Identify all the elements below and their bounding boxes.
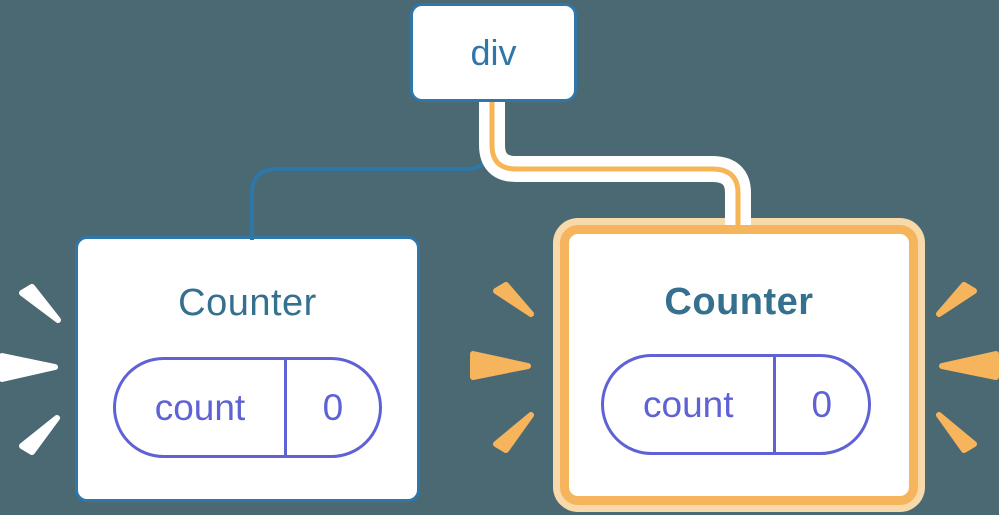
sparkle-ray-icon	[936, 412, 977, 453]
state-value-right: 0	[811, 383, 833, 425]
state-pill-left: count 0	[113, 357, 382, 458]
sparkle-burst-orange-left	[470, 282, 534, 453]
root-node-label: div	[470, 31, 517, 73]
state-value-left: 0	[322, 386, 344, 428]
sparkle-ray-icon	[19, 284, 61, 323]
edge-root-to-right-casing	[479, 102, 751, 225]
edge-root-to-right	[489, 102, 741, 228]
state-pill-right: count 0	[601, 354, 871, 455]
counter-title-right: Counter	[664, 281, 814, 323]
edge-root-to-left	[250, 102, 492, 240]
state-key-right: count	[604, 357, 776, 452]
root-node-div: div	[410, 3, 577, 102]
counter-title-left: Counter	[178, 282, 317, 324]
sparkle-ray-icon	[936, 282, 977, 317]
sparkle-ray-icon	[493, 282, 534, 317]
sparkle-ray-icon	[939, 351, 999, 380]
sparkle-burst-orange-right	[936, 282, 999, 453]
state-key-left: count	[116, 360, 287, 455]
sparkle-ray-icon	[470, 351, 531, 380]
sparkle-ray-icon	[493, 412, 534, 453]
sparkle-ray-icon	[19, 415, 60, 455]
sparkle-burst-white	[0, 284, 61, 455]
sparkle-ray-icon	[0, 353, 58, 382]
